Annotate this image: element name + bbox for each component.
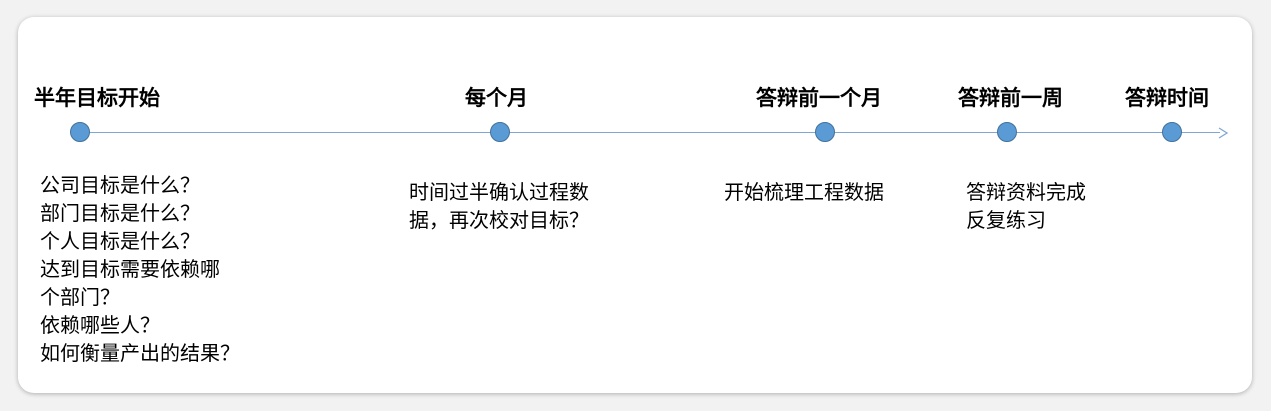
milestone-label-monthly: 每个月 [465,86,528,110]
note-line: 开始梳理工程数据 [724,180,884,204]
milestone-label-week-before: 答辩前一周 [958,86,1063,110]
milestone-label-start: 半年目标开始 [34,86,160,110]
note-line: 据，再次校对目标？ [409,208,589,232]
timeline-card [18,17,1252,393]
arrow-right-icon [1218,127,1229,139]
note-line: 达到目标需要依赖哪 [40,257,220,281]
milestone-label-defense: 答辩时间 [1125,86,1209,110]
note-line: 答辩资料完成 [966,180,1086,204]
timeline-axis [80,132,1220,133]
milestone-node-month-before [815,122,835,142]
note-line: 部门目标是什么？ [40,201,200,225]
note-line: 个人目标是什么？ [40,229,200,253]
milestone-notes-month-before: 开始梳理工程数据 [724,178,884,206]
note-line: 个部门？ [40,285,120,309]
note-line: 如何衡量产出的结果？ [40,341,240,365]
note-line: 依赖哪些人？ [40,313,160,337]
note-line: 反复练习 [966,208,1046,232]
note-line: 公司目标是什么？ [40,173,200,197]
milestone-node-week-before [997,122,1017,142]
milestone-label-month-before: 答辩前一个月 [756,86,882,110]
milestone-notes-week-before: 答辩资料完成 反复练习 [966,178,1086,234]
note-line: 时间过半确认过程数 [409,180,589,204]
milestone-node-monthly [490,122,510,142]
milestone-node-defense [1162,122,1182,142]
milestone-notes-start: 公司目标是什么？ 部门目标是什么？ 个人目标是什么？ 达到目标需要依赖哪 个部门… [40,171,240,367]
milestone-node-start [70,122,90,142]
milestone-notes-monthly: 时间过半确认过程数 据，再次校对目标？ [409,178,589,234]
